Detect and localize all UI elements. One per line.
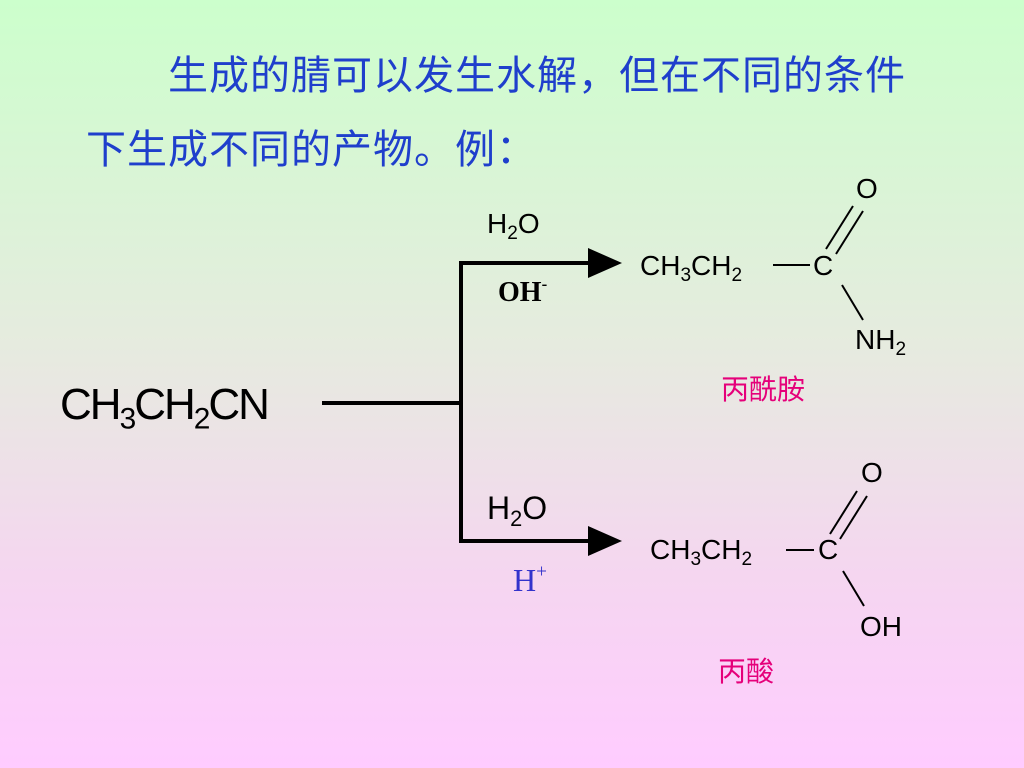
acid-chain: CH3CH2	[650, 534, 753, 571]
upper-arrowhead	[588, 248, 622, 278]
acid-hydroxyl-group: OH	[860, 611, 902, 642]
acid-c-o-bond	[842, 570, 865, 607]
amide-double-bond-b	[835, 210, 864, 255]
acid-double-bond-a	[829, 490, 858, 535]
amide-amino-group: NH2	[855, 324, 907, 361]
intro-line-2: 下生成不同的产物。例：	[86, 127, 537, 173]
lower-arrowhead	[588, 526, 622, 556]
acid-carbonyl-oxygen: O	[861, 457, 883, 488]
intro-line-1: 生成的腈可以发生水解，但在不同的条件	[168, 53, 906, 99]
amide-name: 丙酰胺	[721, 373, 806, 406]
amide-carbonyl-oxygen: O	[856, 173, 878, 204]
acid-name: 丙酸	[718, 655, 775, 688]
upper-reagent-water: H2O	[487, 208, 540, 245]
amide-carbonyl-carbon: C	[813, 250, 834, 281]
lower-reagent-water: H2O	[487, 490, 548, 531]
amide-double-bond-a	[825, 205, 854, 250]
acid-carbonyl-carbon: C	[818, 534, 839, 565]
amide-chain: CH3CH2	[640, 250, 743, 287]
acid-double-bond-b	[839, 495, 868, 540]
upper-catalyst-hydroxide: OH-	[498, 274, 548, 308]
reactant-formula: CH3CH2CN	[60, 380, 270, 436]
amide-c-n-bond	[841, 284, 864, 321]
lower-catalyst-hydrogen-ion: H+	[513, 561, 547, 598]
